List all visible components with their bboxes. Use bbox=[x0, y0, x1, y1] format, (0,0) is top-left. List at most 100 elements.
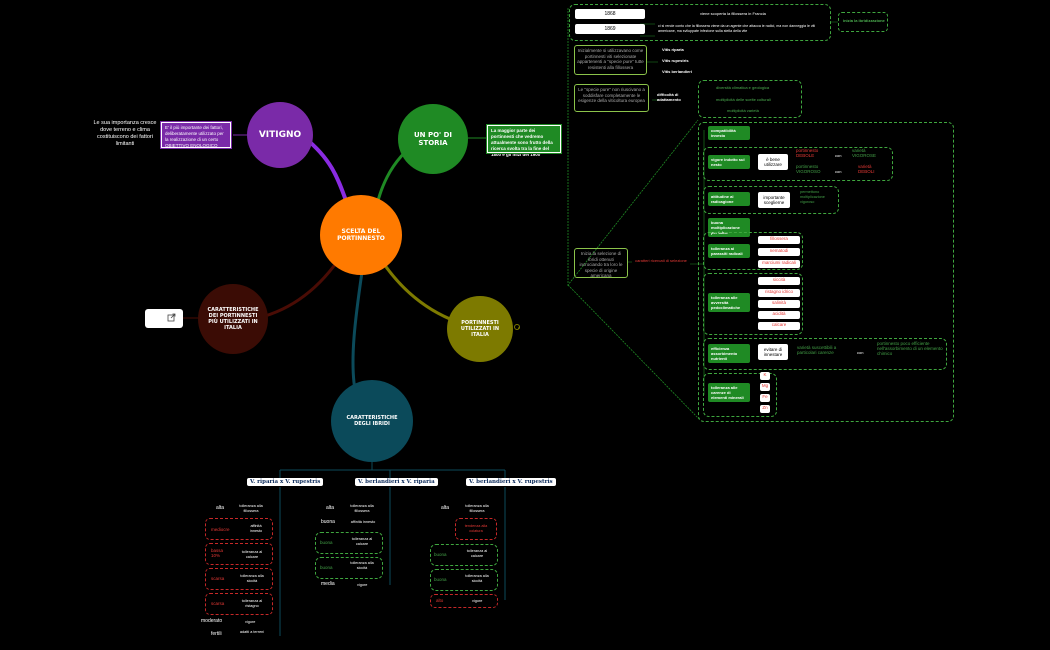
central-node-label: SCELTA DEL PORTINNESTO bbox=[337, 228, 385, 242]
assorbimento-box[interactable]: evitare di innestare bbox=[758, 344, 788, 360]
vigore-box[interactable]: è bene utilizzare bbox=[758, 154, 788, 170]
c1-r3-group bbox=[205, 543, 273, 565]
vitigno-box[interactable]: E' il più importante dei fattori, delibe… bbox=[160, 121, 232, 149]
c1-r6-val: moderato bbox=[201, 618, 223, 624]
c1-r5-group bbox=[205, 593, 273, 615]
avversita-siccita[interactable]: siccità bbox=[758, 277, 800, 285]
c3-r5-val: alto bbox=[436, 598, 444, 603]
ibridi-header-2[interactable]: V. berlandieri x V. riparia bbox=[355, 478, 438, 486]
minerale-k[interactable]: K bbox=[760, 372, 770, 380]
parassita-fillossera[interactable]: fillossera bbox=[758, 236, 800, 244]
history-text-1869: ci si rende conto che la fillossera vien… bbox=[658, 24, 816, 33]
specie-pure-box[interactable]: Inizialmente si utilizzavano come portin… bbox=[574, 45, 647, 75]
parassiti-group bbox=[703, 232, 803, 270]
parassita-marciumi[interactable]: marciumi radicali bbox=[758, 260, 800, 268]
trait-assorbimento[interactable]: efficienza assorbimento nutrienti bbox=[708, 344, 750, 363]
vigore-b2: varietà DEBOLI bbox=[858, 164, 875, 174]
history-text-1868: viene scoperta la fillossera in Francia bbox=[700, 11, 766, 16]
node-vitigno[interactable]: VITIGNO bbox=[247, 102, 313, 168]
trait-radicazione[interactable]: attitudine al radicagione bbox=[708, 192, 750, 206]
central-node[interactable]: SCELTA DEL PORTINNESTO bbox=[320, 195, 402, 275]
avversita-acidita[interactable]: acidità bbox=[758, 311, 800, 319]
c3-r1-lab: tolleranza alla fillossera bbox=[465, 504, 489, 513]
c2-r1-val: alta bbox=[326, 505, 335, 511]
species-berlandieri: Vitis berlandieri bbox=[662, 69, 692, 74]
c2-r4-group bbox=[315, 557, 383, 579]
ibrido-group bbox=[838, 12, 888, 32]
c3-r4-group bbox=[430, 569, 498, 591]
c1-r2-lab: affinità innesto bbox=[249, 524, 263, 533]
node-caratteristiche-label: CARATTERISTICHE DEI PORTINNESTI PIÙ UTIL… bbox=[207, 307, 259, 331]
trait-compatibilita[interactable]: compatibilità innesto bbox=[708, 126, 750, 140]
c2-r5-lab: vigore bbox=[357, 583, 368, 587]
assorbimento-con: con bbox=[857, 350, 864, 355]
c3-r1-val: alta bbox=[441, 505, 450, 511]
diff-item-2: moltiplicità delle scelte colturali bbox=[716, 97, 771, 102]
caratteri-ricercati-label: caratteri ricercati di selezione bbox=[635, 258, 687, 263]
assorbimento-b: portinnesto poco efficiente nell'assorbi… bbox=[877, 341, 943, 356]
selezione-ibridi-box[interactable]: Inizia la selezione di ibridi ottenuti i… bbox=[574, 248, 628, 278]
c1-r2-group bbox=[205, 518, 273, 540]
avversita-calcare[interactable]: calcare bbox=[758, 322, 800, 330]
c3-r4-val: buona bbox=[434, 577, 447, 582]
radicazione-box[interactable]: importante sceglierne bbox=[758, 192, 790, 208]
c1-r7-val: fertili bbox=[211, 631, 222, 637]
node-vitigno-label: VITIGNO bbox=[258, 130, 302, 140]
expand-toggle-icon[interactable] bbox=[514, 324, 520, 330]
trait-vigore[interactable]: vigore indotto sul nesto bbox=[708, 155, 750, 169]
vigore-con-2: con bbox=[835, 169, 842, 174]
c1-r6-lab: vigore bbox=[245, 620, 256, 624]
node-caratteristiche-ibridi[interactable]: CARATTERISTICHE DEGLI IBRIDI bbox=[331, 380, 413, 462]
species-riparia: Vitis riparia bbox=[662, 47, 684, 52]
node-storia[interactable]: UN PO' DI STORIA bbox=[398, 104, 468, 174]
c3-r3-lab: tolleranza al calcare bbox=[466, 549, 488, 558]
c1-r1-lab: tolleranza alla fillossera bbox=[239, 504, 263, 513]
c1-r4-group bbox=[205, 568, 273, 590]
link-button[interactable] bbox=[145, 309, 183, 328]
trait-avversita[interactable]: tolleranza alle avversità pedoclimatiche bbox=[708, 293, 750, 312]
year-1868[interactable]: 1868 bbox=[575, 9, 645, 19]
c3-r3-val: buona bbox=[434, 552, 447, 557]
trait-parassiti[interactable]: tolleranza ai parassiti radicali bbox=[708, 244, 750, 258]
ibridi-header-3[interactable]: V. berlandieri x V. rupestris bbox=[466, 478, 556, 486]
c3-r4-lab: tolleranza alla siccità bbox=[465, 574, 489, 583]
c2-r3-val: buona bbox=[320, 540, 333, 545]
c2-r2-lab: affinità innesto bbox=[350, 520, 376, 524]
year-1869[interactable]: 1869 bbox=[575, 24, 645, 34]
assorbimento-group bbox=[703, 338, 947, 370]
diff-item-1: diversità climatica e geologica bbox=[716, 85, 770, 90]
c1-r5-lab: tolleranza al ristagno bbox=[241, 599, 263, 608]
c2-r1-lab: tolleranza alla fillossera bbox=[350, 504, 374, 513]
traits-group bbox=[698, 122, 954, 422]
minerale-fe[interactable]: Fe bbox=[760, 394, 770, 402]
c1-r7-lab: adatti a terreni bbox=[239, 630, 265, 634]
minerale-zn[interactable]: Zn bbox=[760, 405, 770, 413]
c1-r4-val: scarsa bbox=[211, 576, 225, 581]
ibridi-header-1[interactable]: V. riparia x V. rupestris bbox=[247, 478, 324, 486]
storia-box[interactable]: La maggior parte dei portinnesti che ved… bbox=[486, 124, 562, 157]
node-storia-label: UN PO' DI STORIA bbox=[413, 131, 453, 147]
parassita-nematodi[interactable]: nematodi bbox=[758, 248, 800, 256]
c2-r3-lab: tolleranza al calcare bbox=[351, 537, 373, 546]
assorbimento-a: varietà suscettibili a particolari caren… bbox=[797, 345, 837, 355]
c2-r3-group bbox=[315, 532, 383, 554]
avversita-ristagno[interactable]: ristagno idrico bbox=[758, 289, 800, 297]
diff-items-group bbox=[698, 80, 802, 118]
minerali-group bbox=[703, 373, 777, 417]
minerale-mg[interactable]: Mg bbox=[760, 383, 770, 391]
avversita-salinita[interactable]: salinità bbox=[758, 300, 800, 308]
c3-r2-lab: tendenza alla colatura bbox=[464, 524, 488, 533]
c1-r3-lab: tolleranza al calcare bbox=[241, 550, 263, 559]
c1-r4-lab: tolleranza alla siccità bbox=[240, 574, 264, 583]
node-caratteristiche-portinnesti[interactable]: CARATTERISTICHE DEI PORTINNESTI PIÙ UTIL… bbox=[198, 284, 268, 354]
c3-r5-group bbox=[430, 594, 498, 608]
trait-minerali[interactable]: tolleranza alle carenze di elementi mine… bbox=[708, 383, 750, 402]
limits-box[interactable]: Le "specie pure" non riuscivano a soddis… bbox=[574, 84, 649, 112]
avversita-group bbox=[703, 273, 803, 335]
c2-r4-val: buona bbox=[320, 565, 333, 570]
vitigno-note: Le sua importanza cresce dove terreno e … bbox=[93, 120, 157, 147]
c3-r3-group bbox=[430, 544, 498, 566]
diff-adattamento: difficoltà di adattamento bbox=[657, 92, 681, 102]
node-portinnesti-italia[interactable]: PORTINNESTI UTILIZZATI IN ITALIA bbox=[447, 296, 513, 362]
node-ibridi-label: CARATTERISTICHE DEGLI IBRIDI bbox=[346, 415, 398, 427]
